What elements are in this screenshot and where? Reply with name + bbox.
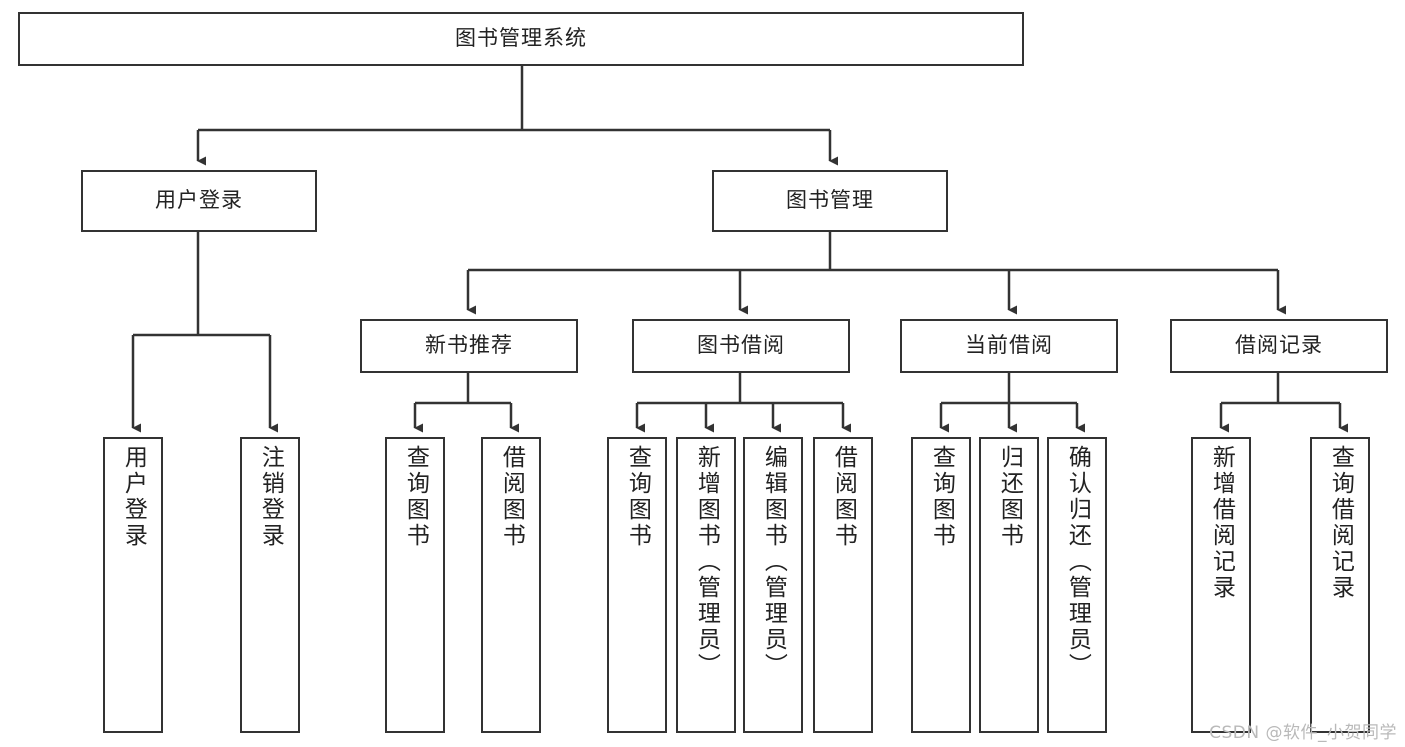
node-book-management[interactable]: 图书管理 (712, 170, 948, 232)
leaf-record-add-record[interactable]: 新增借阅记录 (1191, 437, 1251, 733)
node-label: 用户登录 (120, 445, 147, 549)
leaf-recommend-query-book[interactable]: 查询图书 (385, 437, 445, 733)
node-label: 注销登录 (257, 445, 284, 549)
node-label: 图书借阅 (697, 333, 785, 358)
node-label: 借阅图书 (830, 445, 857, 549)
node-book-borrow[interactable]: 图书借阅 (632, 319, 850, 373)
node-label: 编辑图书（管理员） (760, 445, 787, 679)
csdn-watermark: CSDN @软件_小贺同学 (1209, 723, 1397, 743)
node-label: 查询图书 (624, 445, 651, 549)
node-user-login[interactable]: 用户登录 (81, 170, 317, 232)
leaf-borrow-add-book-admin[interactable]: 新增图书（管理员） (676, 437, 736, 733)
node-label: 归还图书 (996, 445, 1023, 549)
node-borrow-record[interactable]: 借阅记录 (1170, 319, 1388, 373)
leaf-borrow-edit-book-admin[interactable]: 编辑图书（管理员） (743, 437, 803, 733)
node-root-system[interactable]: 图书管理系统 (18, 12, 1024, 66)
leaf-record-query-record[interactable]: 查询借阅记录 (1310, 437, 1370, 733)
leaf-recommend-borrow-book[interactable]: 借阅图书 (481, 437, 541, 733)
node-label: 新书推荐 (425, 333, 513, 358)
node-label: 新增图书（管理员） (693, 445, 720, 679)
node-label: 查询图书 (928, 445, 955, 549)
leaf-borrow-query-book[interactable]: 查询图书 (607, 437, 667, 733)
node-current-borrow[interactable]: 当前借阅 (900, 319, 1118, 373)
node-label: 新增借阅记录 (1208, 445, 1235, 601)
node-label: 确认归还（管理员） (1064, 445, 1091, 679)
leaf-current-return-book[interactable]: 归还图书 (979, 437, 1039, 733)
leaf-user-logout[interactable]: 注销登录 (240, 437, 300, 733)
node-label: 查询图书 (402, 445, 429, 549)
node-label: 查询借阅记录 (1327, 445, 1354, 601)
leaf-user-login[interactable]: 用户登录 (103, 437, 163, 733)
leaf-current-confirm-return-admin[interactable]: 确认归还（管理员） (1047, 437, 1107, 733)
node-label: 用户登录 (155, 188, 243, 213)
node-label: 当前借阅 (965, 333, 1053, 358)
leaf-current-query-book[interactable]: 查询图书 (911, 437, 971, 733)
node-label: 图书管理 (786, 188, 874, 213)
node-label: 借阅记录 (1235, 333, 1323, 358)
node-label: 图书管理系统 (455, 26, 587, 51)
leaf-borrow-borrow-book[interactable]: 借阅图书 (813, 437, 873, 733)
node-new-book-recommend[interactable]: 新书推荐 (360, 319, 578, 373)
node-label: 借阅图书 (498, 445, 525, 549)
